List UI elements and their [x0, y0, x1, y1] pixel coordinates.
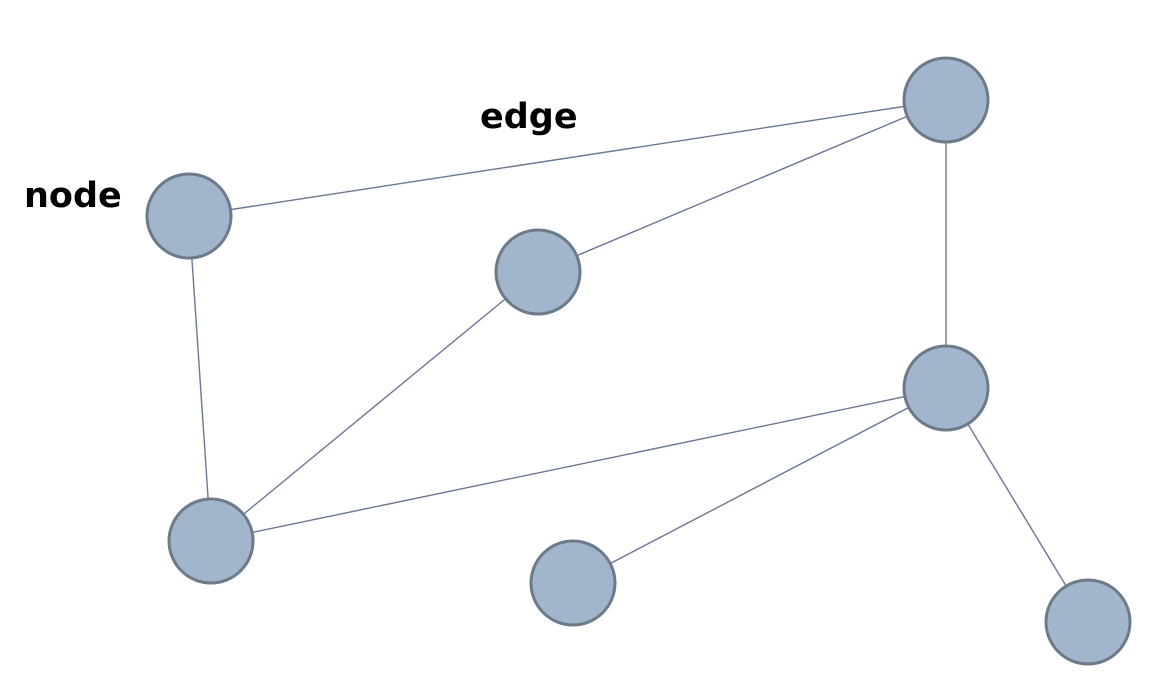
edge-a-b [188, 99, 947, 217]
node-g [1044, 578, 1132, 666]
edge-c-b [537, 99, 947, 273]
edges [188, 99, 1089, 623]
edge-d-f [572, 387, 947, 584]
edge-d-g [945, 387, 1089, 623]
node-d [902, 344, 990, 432]
edge-a-e [188, 215, 212, 542]
nodes [145, 56, 1132, 666]
node-e [167, 497, 255, 585]
node-label: node [24, 176, 122, 216]
node-f [529, 539, 617, 627]
node-c [494, 228, 582, 316]
edge-label: edge [480, 97, 578, 137]
edge-c-e [210, 271, 539, 542]
node-a [145, 172, 233, 260]
node-b [902, 56, 990, 144]
edge-d-e [210, 387, 947, 542]
